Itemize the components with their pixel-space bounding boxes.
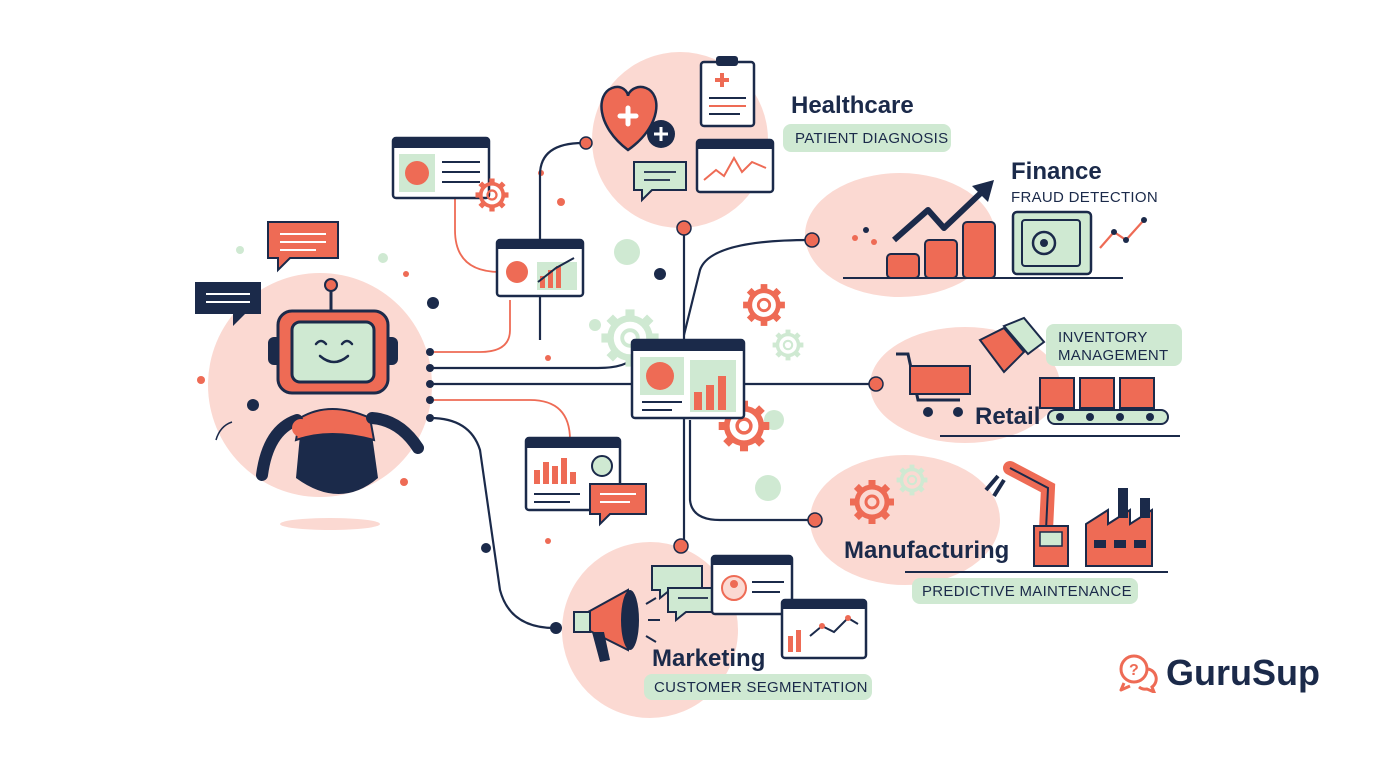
clipboard-icon [699, 56, 756, 128]
gear-icon [743, 284, 785, 326]
manufacturing-title: Manufacturing [844, 537, 1009, 564]
healthcare-tag-bg [783, 124, 951, 152]
coins-icon [886, 221, 996, 279]
dashboard-icon [630, 338, 746, 420]
connector-nodes [426, 136, 884, 634]
dashboard-icon [495, 238, 585, 298]
price-tag-icon [978, 316, 1046, 374]
marketing-tag-bg [644, 674, 872, 700]
healthcare-tag: PATIENT DIAGNOSIS [795, 130, 948, 147]
robotic-arm-icon [984, 461, 1069, 567]
finance-cluster: Finance FRAUD DETECTION [843, 158, 1158, 279]
mini-trend-icon [1099, 219, 1145, 249]
factory-icon [1085, 488, 1153, 567]
question-chat-icon: ? [1119, 654, 1158, 693]
brand-name: GuruSup [1166, 652, 1320, 693]
heart-plus-icon [600, 85, 675, 152]
retail-tag-line1: INVENTORY [1058, 329, 1148, 346]
chart-window-icon [695, 138, 775, 194]
shopping-cart-icon [896, 352, 971, 417]
conveyor-belt-icon [1047, 409, 1169, 425]
marketing-tag: CUSTOMER SEGMENTATION [654, 679, 868, 696]
gear-icon [773, 330, 804, 361]
box-icon [1039, 377, 1155, 409]
chat-bubble-icon [195, 221, 339, 326]
robot-icon [215, 278, 424, 494]
marketing-cluster: Marketing CUSTOMER SEGMENTATION [573, 554, 872, 700]
retail-tag-line2: MANAGEMENT [1058, 347, 1169, 364]
finance-tag: FRAUD DETECTION [1011, 189, 1158, 206]
gear-icon [476, 179, 509, 212]
svg-text:?: ? [1129, 662, 1139, 679]
chat-bubble-icon [633, 161, 687, 203]
user-profile-icon [710, 554, 794, 616]
accent-lines [430, 195, 571, 441]
chat-bubble-icon [589, 483, 647, 527]
retail-tag-bg [1046, 324, 1182, 366]
finance-title: Finance [1011, 158, 1102, 185]
manufacturing-tag-bg [912, 578, 1138, 604]
retail-title: Retail [975, 403, 1040, 430]
healthcare-cluster: Healthcare PATIENT DIAGNOSIS [600, 56, 951, 203]
manufacturing-tag: PREDICTIVE MAINTENANCE [922, 583, 1132, 600]
marketing-title: Marketing [652, 645, 765, 672]
megaphone-icon [573, 588, 660, 662]
healthcare-title: Healthcare [791, 92, 914, 119]
dashboard-icon [391, 136, 491, 200]
brand-logo[interactable]: ? GuruSup [1118, 652, 1320, 694]
retail-cluster: INVENTORY MANAGEMENT Retail [896, 316, 1182, 437]
trend-arrow-icon [892, 187, 987, 243]
safe-icon [1011, 210, 1093, 276]
chart-window-icon [780, 598, 868, 660]
chat-bubble-icon [651, 565, 719, 623]
manufacturing-cluster: Manufacturing PREDICTIVE MAINTENANCE [844, 461, 1168, 604]
